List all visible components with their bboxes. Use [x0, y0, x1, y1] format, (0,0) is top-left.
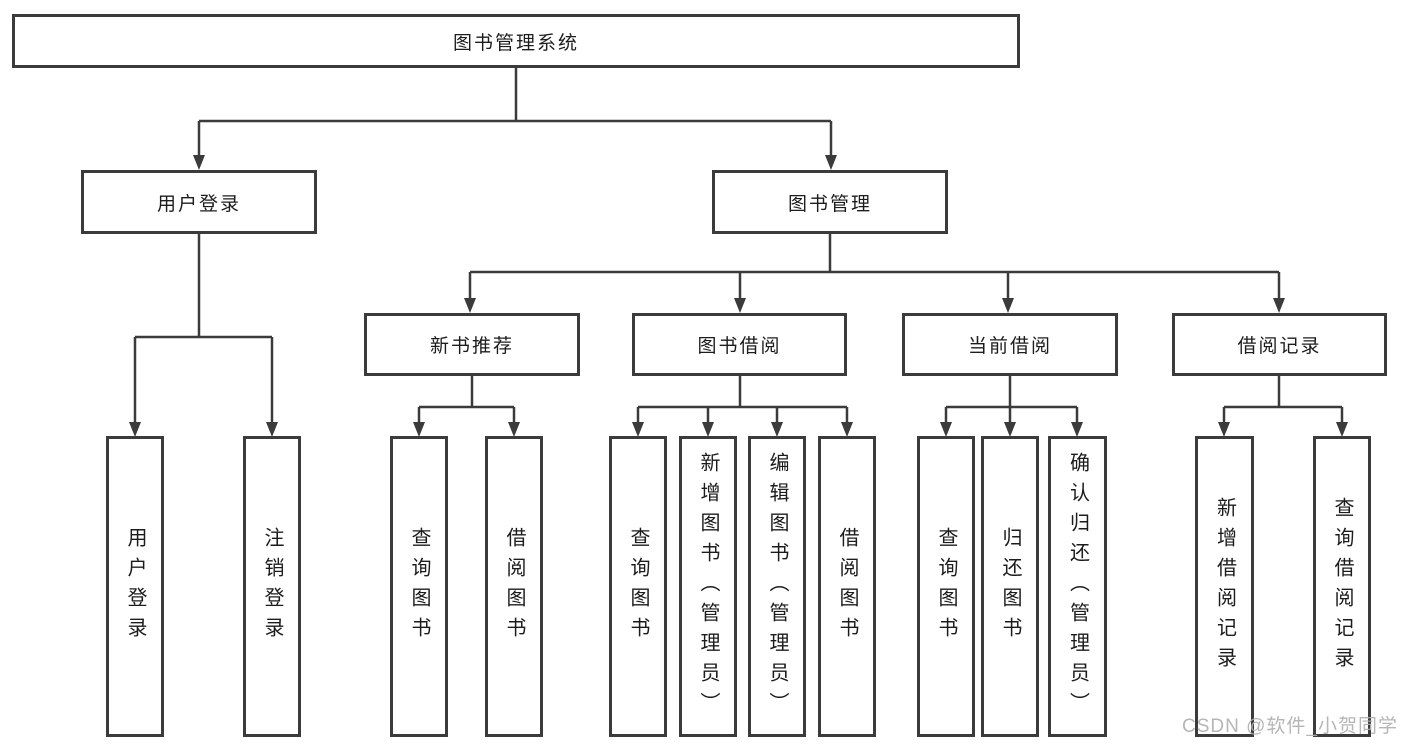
node-book-management: 图书管理	[712, 170, 948, 234]
leaf-return-books: 归还图书	[981, 436, 1039, 737]
node-book-borrowing: 图书借阅	[632, 313, 847, 376]
leaf-confirm-return-admin: 确认归还（管理员）	[1048, 436, 1107, 737]
leaf-logout: 注销登录	[243, 436, 301, 737]
leaf-add-borrow-record: 新增借阅记录	[1195, 436, 1254, 737]
node-user-login: 用户登录	[81, 170, 317, 234]
csdn-watermark: CSDN @软件_小贺同学	[1182, 716, 1398, 737]
node-borrowing-records: 借阅记录	[1172, 313, 1387, 376]
leaf-edit-books-admin: 编辑图书（管理员）	[748, 436, 806, 737]
leaf-query-books-current: 查询图书	[917, 436, 975, 737]
leaf-query-borrow-record: 查询借阅记录	[1313, 436, 1371, 737]
node-current-borrowing: 当前借阅	[902, 313, 1118, 376]
leaf-query-books-borrowing: 查询图书	[609, 436, 667, 737]
leaf-add-books-admin: 新增图书（管理员）	[679, 436, 737, 737]
leaf-user-login: 用户登录	[106, 436, 164, 737]
node-new-book-recommendation: 新书推荐	[364, 313, 580, 376]
leaf-query-books-recommend: 查询图书	[390, 436, 448, 737]
node-library-management-system: 图书管理系统	[12, 14, 1020, 68]
leaf-borrow-books-recommend: 借阅图书	[485, 436, 543, 737]
leaf-borrow-books-borrowing: 借阅图书	[818, 436, 876, 737]
